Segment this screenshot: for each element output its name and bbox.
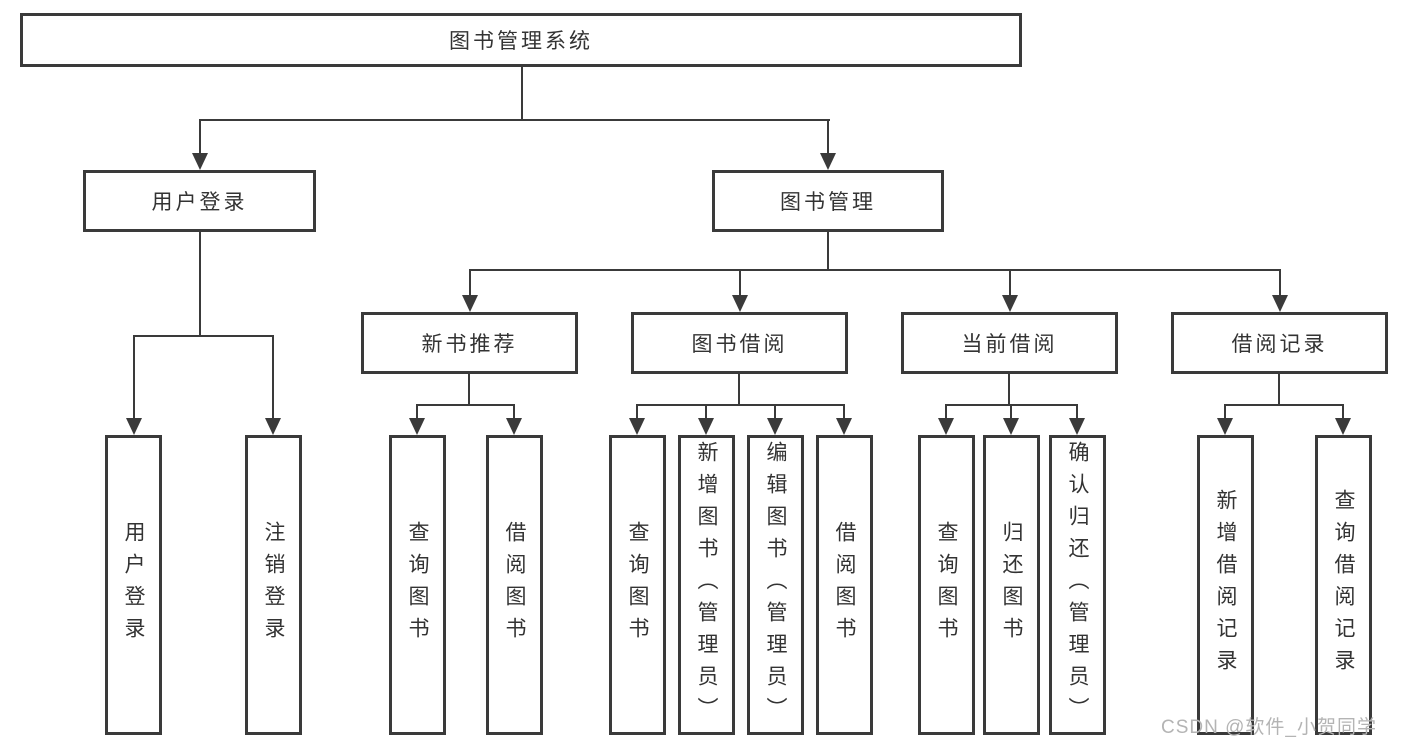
node-current-borrowing: 当前借阅 <box>901 312 1118 374</box>
connector-group3-hline <box>637 404 845 406</box>
connector-level3-hline <box>469 269 1280 271</box>
connector-drop-leaf-logout <box>272 335 274 420</box>
leaf-query-books-current: 查询图书 <box>918 435 975 735</box>
node-current-borrowing-label: 当前借阅 <box>961 333 1058 356</box>
leaf-user-login: 用户登录 <box>105 435 162 735</box>
node-new-book-recommendation: 新书推荐 <box>361 312 578 374</box>
leaf-query-borrow-record: 查询借阅记录 <box>1315 435 1372 735</box>
connector-drop-borrow-records <box>1279 269 1281 297</box>
arrowhead-g5-2 <box>1335 418 1351 435</box>
connector-level1-hline <box>199 119 830 121</box>
arrowhead-g3-4 <box>836 418 852 435</box>
connector-group5-hline <box>1225 404 1344 406</box>
node-book-borrowing: 图书借阅 <box>631 312 848 374</box>
connector-group1-hline <box>133 335 274 337</box>
leaf-edit-book-admin: 编辑图书（管理员） <box>747 435 804 735</box>
leaf-borrow-books-newbook: 借阅图书 <box>486 435 543 735</box>
connector-drop-leaf-login <box>133 335 135 420</box>
leaf-query-books-newbook: 查询图书 <box>389 435 446 735</box>
arrowhead-g2-1 <box>409 418 425 435</box>
connector-book-borrow-stem <box>738 374 740 405</box>
arrowhead-g3-3 <box>767 418 783 435</box>
leaf-confirm-return-admin-label: 确认归还（管理员） <box>1066 441 1089 729</box>
leaf-borrow-books-borrow-label: 借阅图书 <box>833 521 856 649</box>
leaf-query-borrow-record-label: 查询借阅记录 <box>1332 489 1355 681</box>
leaf-add-borrow-record-label: 新增借阅记录 <box>1214 489 1237 681</box>
arrowhead-book-borrow <box>732 295 748 312</box>
connector-drop-book-management <box>827 119 829 155</box>
arrowhead-leaf-login <box>126 418 142 435</box>
leaf-add-book-admin: 新增图书（管理员） <box>678 435 735 735</box>
connector-drop-current-borrow <box>1009 269 1011 297</box>
leaf-add-book-admin-label: 新增图书（管理员） <box>695 441 718 729</box>
arrowhead-g3-2 <box>698 418 714 435</box>
node-borrowing-records-label: 借阅记录 <box>1231 333 1328 356</box>
arrowhead-current-borrow <box>1002 295 1018 312</box>
arrowhead-g4-1 <box>938 418 954 435</box>
connector-drop-new-book <box>469 269 471 297</box>
connector-drop-g3-1 <box>636 404 638 420</box>
node-book-management-label: 图书管理 <box>780 191 876 214</box>
connector-user-login-stem <box>199 232 201 336</box>
leaf-logout: 注销登录 <box>245 435 302 735</box>
connector-drop-user-login <box>199 119 201 155</box>
leaf-query-books-current-label: 查询图书 <box>935 521 958 649</box>
leaf-return-books-label: 归还图书 <box>1000 521 1023 649</box>
leaf-query-books-borrow: 查询图书 <box>609 435 666 735</box>
leaf-user-login-label: 用户登录 <box>122 521 145 649</box>
node-user-login-label: 用户登录 <box>151 191 248 214</box>
leaf-edit-book-admin-label: 编辑图书（管理员） <box>764 441 787 729</box>
arrowhead-g2-2 <box>506 418 522 435</box>
node-library-system: 图书管理系统 <box>20 13 1022 67</box>
connector-current-borrow-stem <box>1008 374 1010 405</box>
leaf-query-books-borrow-label: 查询图书 <box>626 521 649 649</box>
leaf-borrow-books-newbook-label: 借阅图书 <box>503 521 526 649</box>
connector-drop-g4-2 <box>1010 404 1012 420</box>
arrowhead-new-book <box>462 295 478 312</box>
connector-drop-g5-2 <box>1342 404 1344 420</box>
node-new-book-recommendation-label: 新书推荐 <box>421 333 518 356</box>
leaf-confirm-return-admin: 确认归还（管理员） <box>1049 435 1106 735</box>
connector-new-book-stem <box>468 374 470 405</box>
connector-drop-g5-1 <box>1224 404 1226 420</box>
leaf-borrow-books-borrow: 借阅图书 <box>816 435 873 735</box>
arrowhead-borrow-records <box>1272 295 1288 312</box>
leaf-return-books: 归还图书 <box>983 435 1040 735</box>
connector-drop-g4-3 <box>1076 404 1078 420</box>
connector-drop-g2-1 <box>416 404 418 420</box>
arrowhead-book-management <box>820 153 836 170</box>
connector-drop-g3-4 <box>843 404 845 420</box>
csdn-watermark: CSDN @软件_小贺同学 <box>1161 717 1377 738</box>
connector-group2-hline <box>417 404 515 406</box>
leaf-logout-label: 注销登录 <box>262 521 285 649</box>
arrowhead-g4-3 <box>1069 418 1085 435</box>
leaf-query-books-newbook-label: 查询图书 <box>406 521 429 649</box>
node-user-login: 用户登录 <box>83 170 316 232</box>
arrowhead-g5-1 <box>1217 418 1233 435</box>
arrowhead-user-login <box>192 153 208 170</box>
leaf-add-borrow-record: 新增借阅记录 <box>1197 435 1254 735</box>
arrowhead-leaf-logout <box>265 418 281 435</box>
connector-drop-g2-2 <box>513 404 515 420</box>
connector-book-management-stem <box>827 232 829 270</box>
node-book-borrowing-label: 图书借阅 <box>691 333 788 356</box>
connector-drop-g3-3 <box>774 404 776 420</box>
connector-root-stem <box>521 67 523 120</box>
node-book-management: 图书管理 <box>712 170 944 232</box>
arrowhead-g4-2 <box>1003 418 1019 435</box>
connector-drop-g4-1 <box>945 404 947 420</box>
connector-drop-book-borrow <box>739 269 741 297</box>
node-library-system-label: 图书管理系统 <box>449 30 593 53</box>
node-borrowing-records: 借阅记录 <box>1171 312 1388 374</box>
arrowhead-g3-1 <box>629 418 645 435</box>
connector-borrow-records-stem <box>1278 374 1280 405</box>
connector-drop-g3-2 <box>705 404 707 420</box>
connector-group4-hline <box>946 404 1078 406</box>
